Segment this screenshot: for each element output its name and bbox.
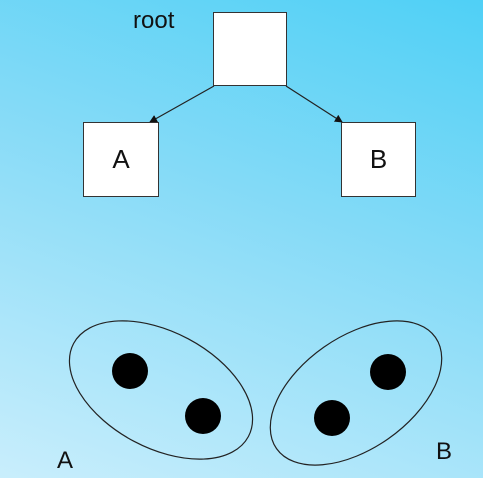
edge-root-to-b <box>285 85 343 123</box>
cluster-a-ellipse <box>68 320 254 460</box>
node-a-label: A <box>112 144 130 174</box>
node-b-label: B <box>369 144 388 174</box>
node-a: A <box>83 122 159 197</box>
node-b: B <box>341 122 416 197</box>
edge-root-to-a <box>149 85 215 123</box>
cluster-a-point-1 <box>112 353 148 389</box>
cluster-a-point-2 <box>185 398 221 434</box>
cluster-b-label: B <box>436 438 453 465</box>
root-label: root <box>133 7 175 34</box>
cluster-b-point-1 <box>370 354 406 390</box>
cluster-a-label: A <box>57 447 74 474</box>
root-node <box>213 12 287 86</box>
cluster-b-ellipse <box>269 320 443 466</box>
cluster-b-point-2 <box>314 400 350 436</box>
